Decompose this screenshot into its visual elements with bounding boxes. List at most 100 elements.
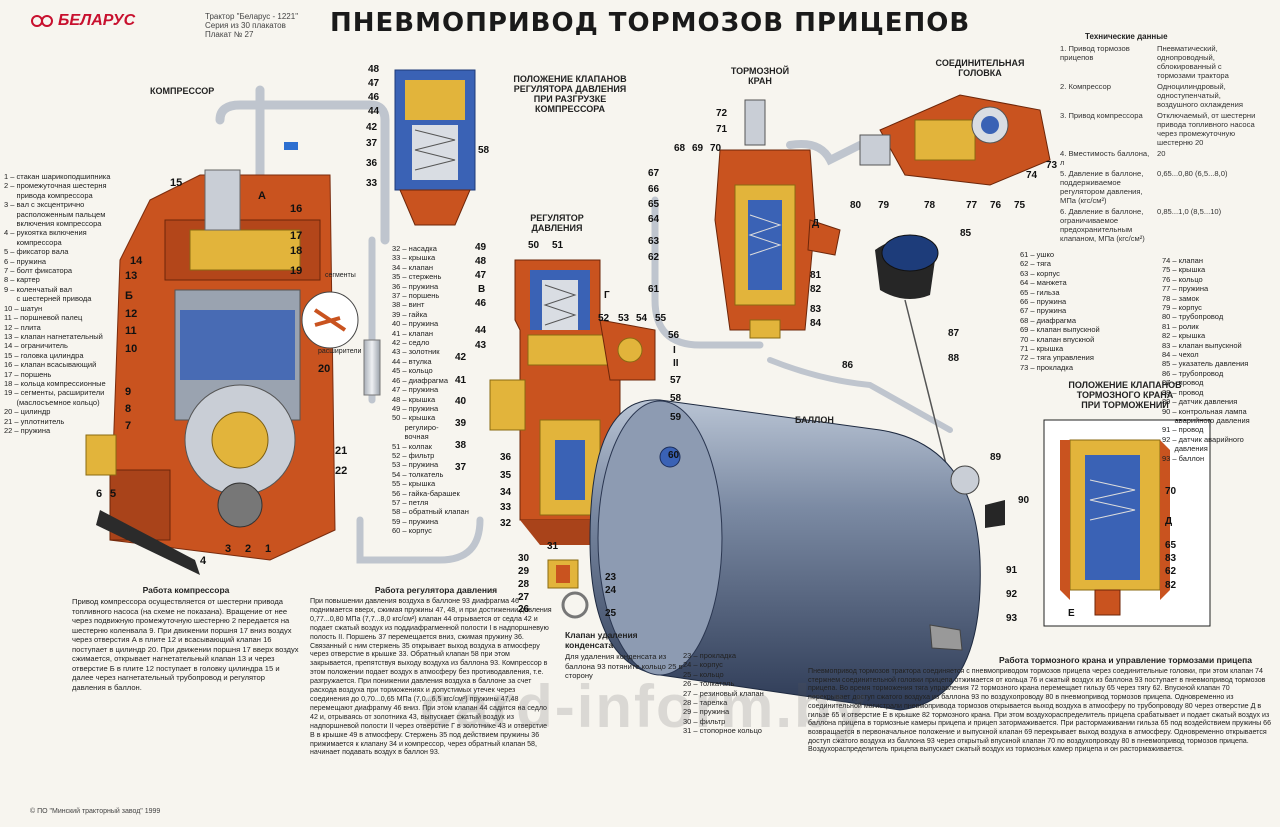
text-brake-body: Пневмопривод тормозов трактора соединяет… [808, 667, 1272, 754]
callout: 83 [810, 304, 822, 315]
legend-item: 34 – клапан [392, 262, 433, 272]
callout: 15 [170, 177, 183, 189]
callout: 72 [716, 108, 728, 119]
callout: 57 [670, 375, 682, 386]
callout: 68 [674, 143, 686, 154]
callout: 4 [200, 555, 207, 567]
callout: 13 [125, 270, 138, 282]
legend-item: 38 – винт [392, 300, 425, 310]
tech-key: 2. Компрессор [1060, 82, 1111, 91]
callout: 36 [500, 452, 512, 463]
callout: 77 [966, 200, 978, 211]
callout: 48 [475, 256, 487, 267]
callout: 37 [366, 138, 378, 149]
compressor-illustration [85, 169, 359, 575]
callout: 79 [878, 200, 890, 211]
callout: II [673, 358, 679, 369]
legend-item: 91 – провод [1162, 425, 1204, 435]
legend-item: 70 – клапан впускной [1020, 334, 1095, 344]
label-pressure-regulator: РЕГУЛЯТОР ДАВЛЕНИЯ [512, 213, 602, 233]
callout: Д [1165, 516, 1173, 527]
legend-item: аварийного давления [1162, 415, 1250, 425]
callout: 44 [368, 106, 380, 117]
callout: 65 [648, 199, 660, 210]
pipe-regulator-return [356, 516, 484, 564]
brake-valve-illustration [714, 99, 841, 339]
pipe-coupling [363, 339, 381, 396]
brand-name: БЕЛАРУС [58, 12, 136, 29]
callout: 34 [500, 487, 512, 498]
text-regulator-block: Работа регулятора давления При повышении… [230, 585, 552, 757]
callout: 47 [368, 78, 380, 89]
tech-data-heading: Технические данные [1085, 32, 1168, 41]
pipe-brake-line [651, 196, 764, 349]
legend-item: вочная [392, 432, 429, 442]
legend-item: 86 – трубопровод [1162, 368, 1224, 378]
callout: 87 [948, 328, 960, 339]
callout: 42 [455, 352, 467, 363]
callout: 2 [245, 543, 252, 555]
legend-item: 26 – толкатель [683, 679, 735, 689]
callout: 30 [518, 553, 530, 564]
text-condensate-body: Для удаления конденсата из баллона 93 по… [565, 652, 683, 680]
tech-value: 0,65...0,80 (6,5...8,0) [1157, 169, 1228, 178]
condensate-valve-illustration [547, 559, 589, 619]
text-compressor-heading: Работа компрессора [142, 585, 230, 595]
legend-item: 18 – кольца компрессионные [4, 378, 106, 388]
callout: 43 [475, 340, 487, 351]
callout: 55 [655, 313, 667, 324]
callout: 70 [1165, 486, 1177, 497]
legend-item: 44 – втулка [392, 356, 432, 366]
brand-logo: БЕЛАРУС [30, 12, 135, 30]
legend-item: 15 – головка цилиндра [4, 350, 84, 360]
page-title: ПНЕВМОПРИВОД ТОРМОЗОВ ПРИЦЕПОВ [330, 8, 971, 38]
legend-item: 36 – пружина [392, 281, 439, 291]
legend-item: 35 – стержень [392, 272, 442, 282]
callout: 61 [648, 284, 660, 295]
callout: 24 [605, 585, 617, 596]
legend-item: 84 – чехол [1162, 350, 1199, 360]
legend-item: 81 – ролик [1162, 321, 1199, 331]
legend-item: 40 – пружина [392, 319, 439, 329]
callout: 25 [605, 608, 617, 619]
legend-item: 56 – гайка-барашек [392, 488, 460, 498]
legend-item: 3 – вал с эксцентрично [4, 200, 85, 210]
legend-item: 90 – контрольная лампа [1162, 406, 1247, 416]
label-line: РЕГУЛЯТОР [530, 213, 584, 223]
callout: 80 [850, 200, 862, 211]
callout: 67 [648, 168, 660, 179]
legend-item: 37 – поршень [392, 291, 440, 301]
legend-item: 58 – обратный клапан [392, 507, 469, 517]
label-line: КРАН [748, 76, 772, 86]
callout: 42 [366, 122, 378, 133]
legend-item: 39 – гайка [392, 309, 428, 319]
callout: 78 [924, 200, 936, 211]
legend-item: 68 – диафрагма [1020, 315, 1076, 325]
legend-item: 64 – манжета [1020, 278, 1067, 288]
callout: 20 [318, 363, 331, 375]
callout: 82 [810, 284, 822, 295]
callout: 19 [290, 265, 303, 277]
callout: 32 [500, 518, 512, 529]
callout: 82 [1165, 580, 1177, 591]
callout: 58 [478, 145, 490, 156]
legend-item: 59 – пружина [392, 516, 439, 526]
legend-item: 28 – тарелка [683, 698, 728, 708]
legend-item: 2 – промежуточная шестерня [4, 181, 107, 191]
legend-item: 75 – крышка [1162, 265, 1206, 275]
legend-item: 43 – золотник [392, 347, 440, 357]
callout: Б [125, 290, 133, 302]
legend-item: расположенным пальцем [4, 209, 106, 219]
legend-item: 55 – крышка [392, 479, 436, 489]
label-line: ПОЛОЖЕНИЕ КЛАПАНОВ [1068, 380, 1182, 390]
callout: 35 [500, 470, 512, 481]
legend-item: 10 – шатун [4, 303, 43, 313]
legend-item: 51 – колпак [392, 441, 432, 451]
